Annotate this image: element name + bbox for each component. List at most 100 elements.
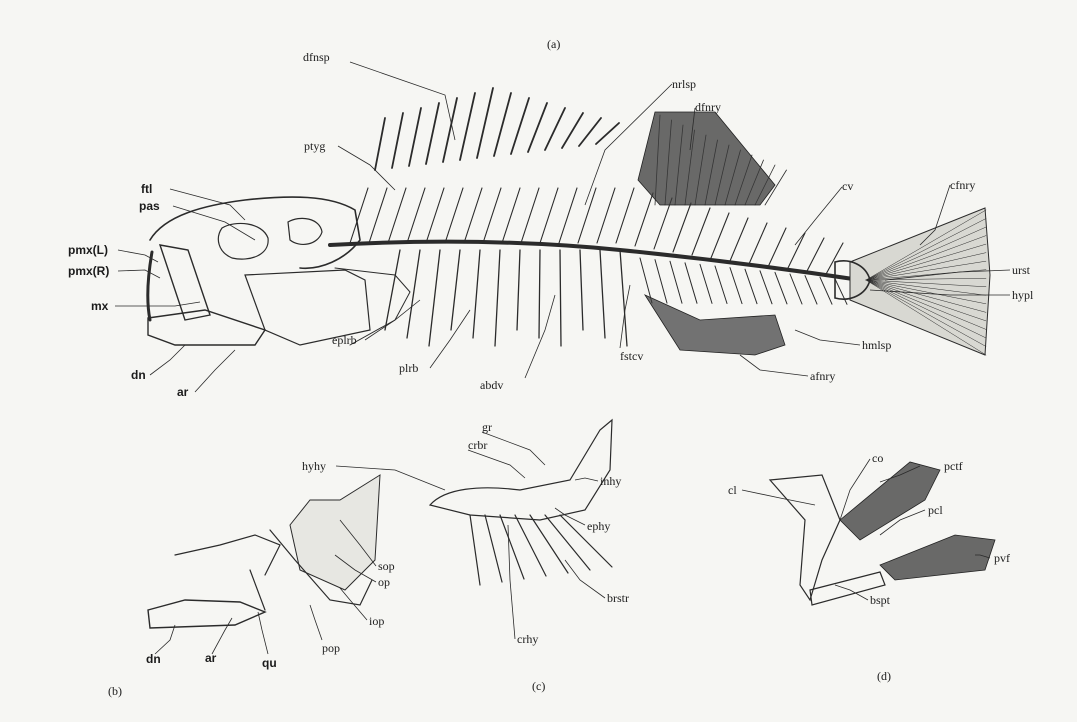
panel-a-skeleton xyxy=(148,88,990,355)
dorsal-spine xyxy=(494,93,511,156)
caption-c: (c) xyxy=(532,679,545,693)
label-ar-b: ar xyxy=(205,651,217,665)
maxilla xyxy=(160,245,210,320)
ribs xyxy=(385,250,627,346)
label-ar-a: ar xyxy=(177,385,189,399)
dorsal-spine xyxy=(477,88,493,158)
suspensorium xyxy=(175,535,280,575)
label-ephy: ephy xyxy=(587,519,610,533)
label-mx: mx xyxy=(91,299,109,313)
dorsal-spine xyxy=(511,98,529,154)
label-hypl: hypl xyxy=(1012,288,1034,302)
dorsal-spine xyxy=(392,113,403,168)
label-pmx-l: pmx(L) xyxy=(68,243,108,257)
panel-b-skeleton xyxy=(148,475,380,628)
haemal-spine xyxy=(730,268,742,304)
neural-spine xyxy=(502,188,520,243)
label-fstcv: fstcv xyxy=(620,349,643,363)
label-brstr: brstr xyxy=(607,591,629,605)
neural-spine xyxy=(597,188,615,243)
rib xyxy=(620,250,627,346)
neural-spine xyxy=(578,188,596,243)
neural-spine xyxy=(692,208,710,255)
haemal-spine xyxy=(835,279,847,305)
rib xyxy=(429,250,440,346)
haemal-spine xyxy=(700,264,712,303)
haemal-spine xyxy=(820,277,832,304)
haemal-spine xyxy=(670,261,682,303)
neural-spines xyxy=(350,188,843,276)
dorsal-spine xyxy=(460,93,475,160)
label-gr: gr xyxy=(482,420,492,434)
haemal-spine xyxy=(805,276,817,305)
branchiostegal-ray xyxy=(530,515,568,573)
neural-spine xyxy=(616,188,634,243)
label-abdv: abdv xyxy=(480,378,503,392)
neural-spine xyxy=(464,188,482,243)
label-pmx-r: pmx(R) xyxy=(68,264,109,278)
label-hyhy: hyhy xyxy=(302,459,326,473)
pectoral-fin xyxy=(840,462,940,540)
neural-spine xyxy=(540,188,558,243)
label-inhy: inhy xyxy=(600,474,621,488)
soft-dorsal-fin xyxy=(638,112,775,205)
haemal-spine xyxy=(685,263,697,304)
neural-spine xyxy=(445,188,463,243)
label-pas: pas xyxy=(139,199,160,213)
opercle xyxy=(290,475,380,590)
label-eplrb: eplrb xyxy=(332,333,357,347)
label-bspt: bspt xyxy=(870,593,891,607)
neural-spine xyxy=(749,223,767,264)
label-sop: sop xyxy=(378,559,395,573)
branchiostegal-ray xyxy=(470,515,480,585)
label-ptyg: ptyg xyxy=(304,139,325,153)
neural-spine xyxy=(673,203,691,252)
label-dn-a: dn xyxy=(131,368,146,382)
cranial-fenestra xyxy=(288,218,322,244)
neural-spine xyxy=(787,233,805,270)
label-co: co xyxy=(872,451,883,465)
rib xyxy=(495,250,500,346)
label-pop: pop xyxy=(322,641,340,655)
label-crhy: crhy xyxy=(517,632,538,646)
rib xyxy=(473,250,480,338)
neural-spine xyxy=(407,188,425,243)
caption-b: (b) xyxy=(108,684,122,698)
orbit xyxy=(218,223,268,259)
dorsal-spine xyxy=(562,113,583,148)
rib xyxy=(600,250,605,338)
rib xyxy=(580,250,583,330)
rib xyxy=(560,250,561,346)
neural-spine xyxy=(521,188,539,243)
neural-spine xyxy=(483,188,501,243)
label-dn-b: dn xyxy=(146,652,161,666)
rib xyxy=(517,250,520,330)
branchial-arches xyxy=(430,420,612,520)
dorsal-spine xyxy=(443,98,457,162)
neural-spine xyxy=(635,193,653,246)
caption-d: (d) xyxy=(877,669,891,683)
label-plrb: plrb xyxy=(399,361,418,375)
neural-spine xyxy=(388,188,406,243)
haemal-spine xyxy=(715,266,727,304)
label-op: op xyxy=(378,575,390,589)
rib xyxy=(451,250,460,330)
panel-c-skeleton xyxy=(430,420,612,585)
dorsal-spine xyxy=(596,123,619,144)
premaxilla xyxy=(148,252,152,320)
neural-spine xyxy=(806,238,824,273)
neural-spine xyxy=(654,198,672,249)
caption-a: (a) xyxy=(547,37,560,51)
cleithrum xyxy=(770,475,840,600)
anal-fin xyxy=(645,295,785,355)
label-pctf: pctf xyxy=(944,459,963,473)
label-dfnsp: dfnsp xyxy=(303,50,330,64)
label-dfnry: dfnry xyxy=(695,100,721,114)
neural-spine xyxy=(426,188,444,243)
dorsal-spine xyxy=(409,108,421,166)
label-urst: urst xyxy=(1012,263,1031,277)
neural-spine xyxy=(559,188,577,243)
label-ftl: ftl xyxy=(141,182,152,196)
label-pvf: pvf xyxy=(994,551,1010,565)
